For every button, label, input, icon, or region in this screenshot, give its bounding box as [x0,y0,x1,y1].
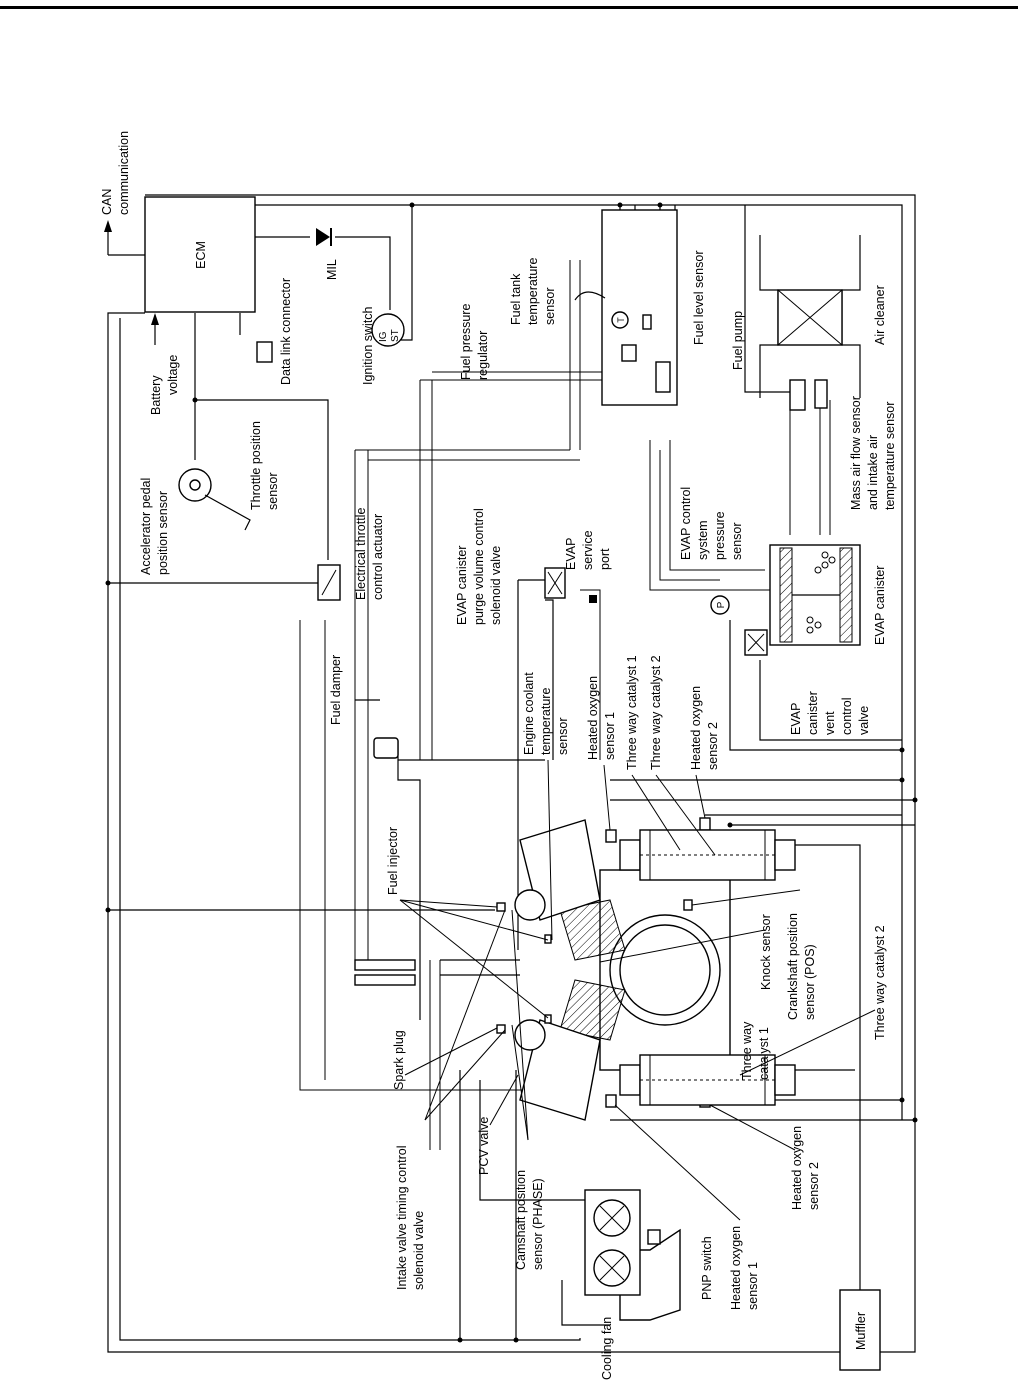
ignition-switch: IG ST Ignition switch [361,306,405,385]
ect-label-3: sensor [556,717,570,755]
data-link-label: Data link connector [279,278,293,385]
fuel-pressure-regulator-label-2: regulator [476,331,490,380]
ivt-label-2: solenoid valve [412,1211,426,1290]
mass-air-flow-sensor: Mass air flow sensor and intake air temp… [789,379,897,510]
engine-sensor-labels: Engine coolant temperature sensor Heated… [386,655,887,1310]
engine [354,817,796,1121]
throttle-body: Throttle position sensor Electrical thro… [249,421,385,601]
etca-label-2: control actuator [371,514,385,600]
evap-service-label-2: service [581,530,595,570]
twc1-a-label: Three way catalyst 1 [625,655,639,770]
ect-label-1: Engine coolant [522,672,536,755]
cooling-fan: Cooling fan [584,1189,641,1380]
evap-vent-valve: EVAP canister vent control valve [744,629,871,735]
ho2s2-a-label-2: sensor 2 [706,722,720,770]
pressure-p-label: P [716,601,727,608]
accelerator-pedal-sensor: Accelerator pedal position sensor [139,468,251,575]
pnp-switch-label: PNP switch [700,1236,714,1300]
throttle-pos-label-2: sensor [266,472,280,510]
ect-label-2: temperature [539,688,553,755]
voltage-label: voltage [166,355,180,395]
accel-label-1: Accelerator pedal [139,478,153,575]
ho2s2-b-label-2: sensor 2 [807,1162,821,1210]
evap-pressure-label-4: sensor [730,522,744,560]
can-communication: CAN communication [100,131,145,256]
cmp-label-1: Camshaft position [514,1170,528,1270]
air-cleaner: Air cleaner [759,235,887,398]
header-rule [0,6,1018,9]
evap-pressure-label-2: system [696,520,710,560]
fuel-pump-label: Fuel pump [731,311,745,370]
evap-service-port: EVAP service port [564,530,612,603]
twc1-b-label-1: Three way [740,1021,754,1080]
twc2-b-label: Three way catalyst 2 [873,925,887,1040]
fuel-tank-temp-label-3: sensor [543,287,557,325]
evap-vent-label-4: control [840,697,854,735]
pcv-valve-label: PCV valve [477,1117,491,1175]
ignition-switch-label: Ignition switch [361,306,375,385]
fuel-damper-label: Fuel damper [329,655,343,725]
cmp-label-2: sensor (PHASE) [531,1178,545,1270]
evap-pressure-label-3: pressure [713,511,727,560]
battery-label: Battery [149,375,163,415]
knock-sensor-label: Knock sensor [759,914,773,990]
maf-label-2: and intake air [866,435,880,510]
evap-service-label-1: EVAP [564,538,578,570]
fuel-pressure-regulator-label-1: Fuel pressure [459,304,473,380]
battery-voltage: Battery voltage [149,313,180,415]
evap-purge-valve: EVAP canister purge volume control solen… [455,508,566,625]
evap-vent-label-2: canister [806,691,820,735]
evap-service-label-3: port [598,548,612,570]
ho2s1-a-label-1: Heated oxygen [586,676,600,760]
etca-label-1: Electrical throttle [354,508,368,600]
data-link-connector: Data link connector [256,278,293,385]
temp-t-label: T [616,317,626,323]
fuel-tank-temp-label-1: Fuel tank [509,273,523,325]
evap-purge-label-2: purge volume control [472,508,486,625]
evap-vent-label-5: valve [857,706,871,735]
evap-canister-label: EVAP canister [873,566,887,645]
muffler: Muffler [839,1289,881,1371]
ho2s2-b-label-1: Heated oxygen [790,1126,804,1210]
evap-purge-label-1: EVAP canister [455,546,469,625]
evap-pressure-label-1: EVAP control [679,487,693,560]
fuel-damper: Fuel damper [329,655,399,759]
twc2-a-label: Three way catalyst 2 [649,655,663,770]
ecm: ECM [144,196,256,313]
ho2s1-b-label-2: sensor 1 [746,1262,760,1310]
maf-label-1: Mass air flow sensor [849,396,863,510]
ho2s1-a-label-2: sensor 1 [603,712,617,760]
fuel-tank: T Fuel pressure regulator Fuel tank temp… [459,209,745,406]
st-label: ST [390,329,401,342]
spark-plug-label: Spark plug [392,1030,406,1090]
fuel-injector-label: Fuel injector [386,827,400,895]
evap-vent-label-3: vent [823,711,837,735]
throttle-pos-label-1: Throttle position [249,421,263,510]
cooling-fan-label: Cooling fan [600,1317,614,1380]
air-cleaner-label: Air cleaner [873,285,887,345]
communication-label: communication [117,131,131,215]
evap-purge-label-3: solenoid valve [489,546,503,625]
accel-label-2: position sensor [156,491,170,575]
ho2s2-a-label-1: Heated oxygen [689,686,703,770]
ckp-label-1: Crankshaft position [786,913,800,1020]
mil-label: MIL [325,259,339,280]
fuel-tank-temp-label-2: temperature [526,258,540,325]
ivt-label-1: Intake valve timing control [395,1145,409,1290]
can-label: CAN [100,189,114,215]
ho2s1-b-label-1: Heated oxygen [729,1226,743,1310]
ckp-label-2: sensor (POS) [803,944,817,1020]
ig-label: IG [378,331,389,342]
maf-label-3: temperature sensor [883,402,897,510]
fuel-level-sensor-label: Fuel level sensor [692,251,706,346]
evap-vent-label-1: EVAP [789,703,803,735]
evap-pressure-sensor: P EVAP control system pressure sensor [679,487,744,615]
mil: MIL [316,228,339,280]
evap-canister: EVAP canister [769,544,887,646]
ecm-label: ECM [194,241,208,269]
muffler-label: Muffler [854,1312,868,1350]
twc1-b-label-2: catalyst 1 [757,1027,771,1080]
